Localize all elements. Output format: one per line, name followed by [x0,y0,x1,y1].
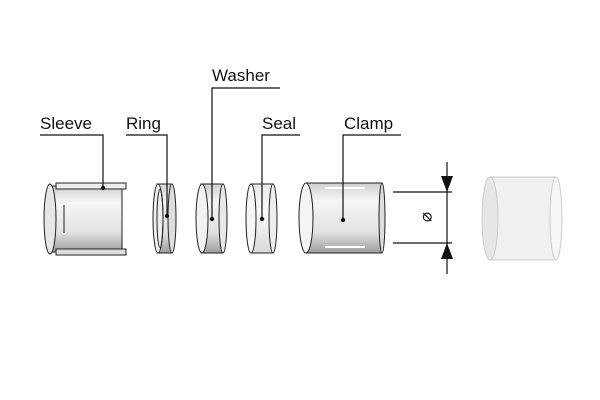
clamp-label: Clamp [344,114,393,133]
sleeve-part [43,182,127,256]
washer-label: Washer [212,66,270,85]
arrow-up-icon [441,243,453,259]
diameter-symbol: ⌀ [417,212,436,222]
sleeve-callout: Sleeve [40,114,106,191]
diameter-dimension: ⌀ [393,162,453,274]
sleeve-label: Sleeve [40,114,92,133]
clamp-part [298,182,386,254]
ring-label: Ring [126,114,161,133]
washer-callout: Washer [209,66,280,222]
ring-part [152,183,177,254]
arrow-down-icon [441,176,453,192]
seal-label: Seal [262,114,296,133]
end-cap-part [481,176,563,261]
clamp-callout: Clamp [340,114,401,223]
seal-callout: Seal [259,114,300,222]
ring-callout: Ring [126,114,170,219]
